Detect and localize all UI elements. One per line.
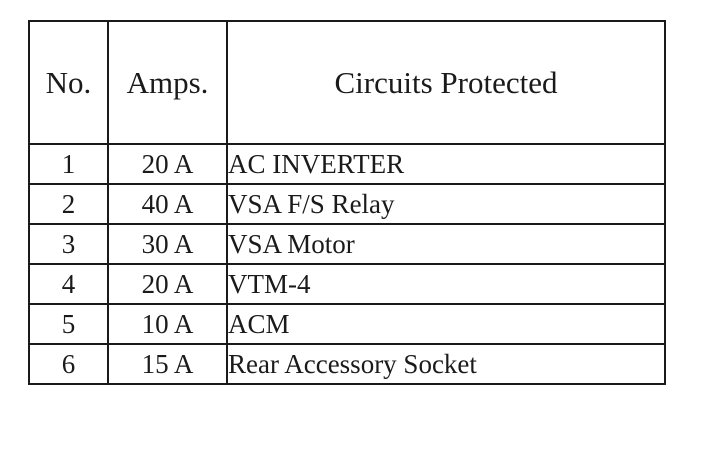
column-header-no: No. xyxy=(28,20,109,145)
table-row: 6 15 A Rear Accessory Socket xyxy=(28,343,666,385)
circuit-protected: VSA F/S Relay xyxy=(226,183,666,225)
fuse-number: 4 xyxy=(28,263,109,305)
fuse-number: 5 xyxy=(28,303,109,345)
circuit-protected: Rear Accessory Socket xyxy=(226,343,666,385)
fuse-number: 6 xyxy=(28,343,109,385)
circuit-protected: AC INVERTER xyxy=(226,143,666,185)
fuse-amps: 15 A xyxy=(107,343,228,385)
table-row: 1 20 A AC INVERTER xyxy=(28,143,666,185)
table-row: 5 10 A ACM xyxy=(28,303,666,345)
column-header-circuits: Circuits Protected xyxy=(226,20,666,145)
fuse-number: 1 xyxy=(28,143,109,185)
fuse-amps: 10 A xyxy=(107,303,228,345)
header-row: No. Amps. Circuits Protected xyxy=(28,20,666,145)
table-row: 3 30 A VSA Motor xyxy=(28,223,666,265)
column-header-amps: Amps. xyxy=(107,20,228,145)
circuit-protected: VSA Motor xyxy=(226,223,666,265)
fuse-amps: 20 A xyxy=(107,263,228,305)
table-row: 4 20 A VTM-4 xyxy=(28,263,666,305)
circuit-protected: VTM-4 xyxy=(226,263,666,305)
table-row: 2 40 A VSA F/S Relay xyxy=(28,183,666,225)
fuse-number: 2 xyxy=(28,183,109,225)
fuse-amps: 40 A xyxy=(107,183,228,225)
fuse-table: No. Amps. Circuits Protected 1 20 A AC I… xyxy=(28,20,666,385)
fuse-amps: 30 A xyxy=(107,223,228,265)
circuit-protected: ACM xyxy=(226,303,666,345)
fuse-number: 3 xyxy=(28,223,109,265)
fuse-amps: 20 A xyxy=(107,143,228,185)
